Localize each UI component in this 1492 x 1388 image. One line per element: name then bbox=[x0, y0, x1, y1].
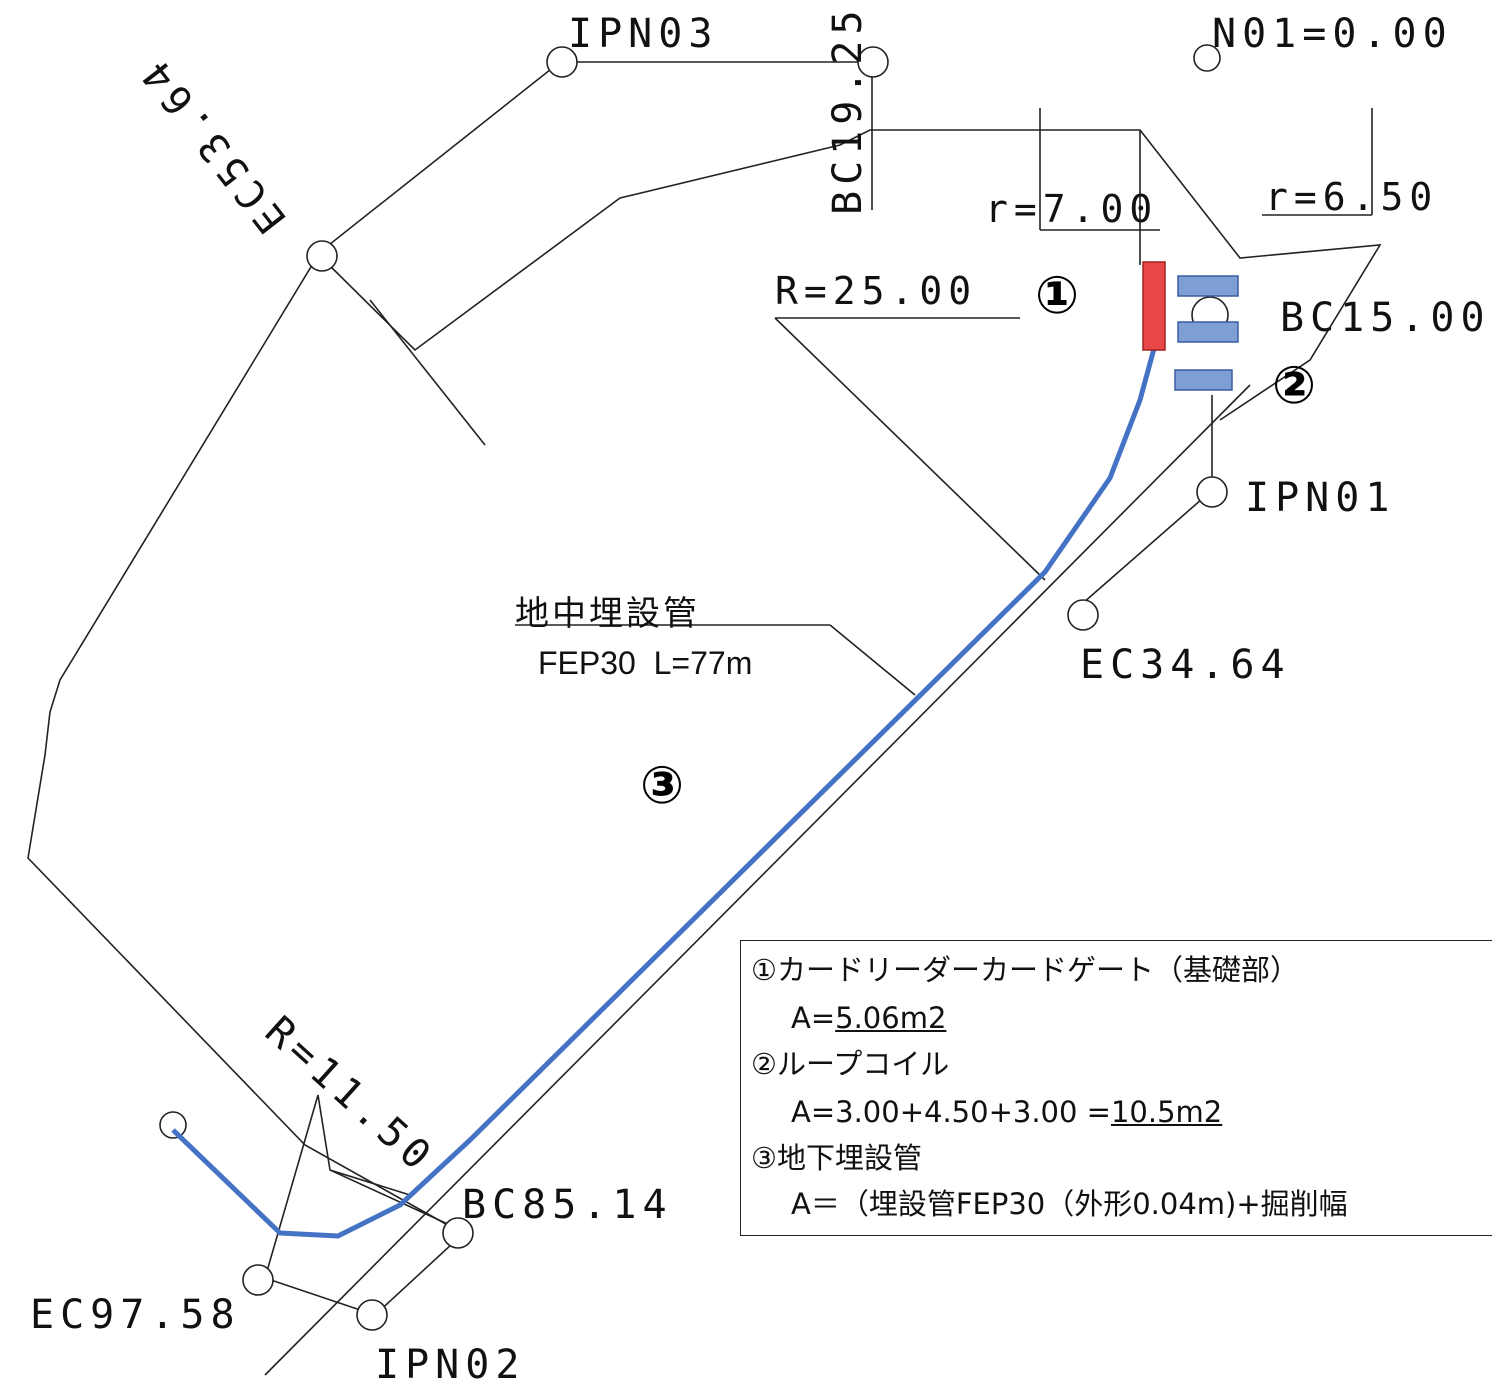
station-markers bbox=[159, 44, 1229, 1331]
legend-item1-title: ①カードリーダーカードゲート（基礎部） bbox=[751, 953, 1299, 987]
label-bc19: BC19.25 bbox=[825, 4, 871, 215]
card-gate-foundation bbox=[1142, 261, 1166, 351]
loop-coil-2 bbox=[1177, 321, 1239, 343]
station-ec34 bbox=[1067, 599, 1099, 631]
legend-item1-area: A=5.06m2 bbox=[791, 1001, 946, 1036]
label-r7: r=7.00 bbox=[985, 187, 1159, 231]
label-r65: r=6.50 bbox=[1265, 175, 1439, 219]
label-ec97: EC97.58 bbox=[30, 1292, 241, 1338]
legend-item3-area: A＝（埋設管FEP30（外形0.04m)+掘削幅 bbox=[791, 1187, 1348, 1221]
station-bc19 bbox=[857, 46, 889, 78]
inner-boundary bbox=[321, 129, 1382, 421]
label-bc15: BC15.00 bbox=[1280, 295, 1491, 341]
r25-leader-b bbox=[774, 317, 1046, 581]
legend-box: ①カードリーダーカードゲート（基礎部） A=5.06m2 ②ループコイル A=3… bbox=[740, 940, 1492, 1236]
parallel-edge bbox=[264, 384, 1251, 1376]
station-ipn02 bbox=[356, 1299, 388, 1331]
station-bc85 bbox=[442, 1217, 474, 1249]
legend-item1-value: 5.06m2 bbox=[835, 1001, 947, 1035]
curve-triangle bbox=[264, 1094, 467, 1316]
label-n01: N01=0.00 bbox=[1212, 11, 1453, 57]
station-start bbox=[159, 1111, 187, 1139]
ec34-leader bbox=[1074, 491, 1211, 611]
station-ec53 bbox=[306, 240, 338, 272]
label-r25: R=25.00 bbox=[775, 269, 978, 313]
boundary-lines bbox=[27, 61, 1382, 1376]
callout-3: ③ bbox=[640, 756, 685, 816]
station-ipn01 bbox=[1196, 476, 1228, 508]
station-ipn03 bbox=[546, 46, 578, 78]
outer-boundary bbox=[27, 61, 561, 1233]
label-ipn01: IPN01 bbox=[1245, 475, 1396, 521]
pipe-note-title: 地中埋設管 bbox=[515, 594, 700, 634]
pipe-leader-b bbox=[829, 624, 916, 696]
legend-item1-prefix: A= bbox=[791, 1001, 836, 1035]
loop-coil-3 bbox=[1174, 369, 1233, 391]
label-bc85: BC85.14 bbox=[462, 1182, 673, 1228]
legend-item2-area: A=3.00+4.50+3.00 =10.5m2 bbox=[791, 1095, 1222, 1130]
label-ipn02: IPN02 bbox=[375, 1342, 526, 1388]
station-ec97 bbox=[242, 1264, 274, 1296]
legend-item2-title: ②ループコイル bbox=[751, 1047, 950, 1081]
pipe-note-spec: FEP30 L=77m bbox=[538, 645, 753, 681]
ec53-tick bbox=[369, 299, 486, 446]
loop-coils bbox=[1174, 275, 1239, 391]
station-n01 bbox=[1193, 44, 1221, 72]
legend-item2-value: 10.5m2 bbox=[1110, 1095, 1223, 1129]
label-ipn03: IPN03 bbox=[568, 11, 719, 57]
label-ec34: EC34.64 bbox=[1080, 642, 1291, 688]
legend-item2-prefix: A=3.00+4.50+3.00 = bbox=[791, 1095, 1111, 1129]
callout-1: ① bbox=[1035, 266, 1080, 326]
curve-chord bbox=[329, 1169, 411, 1196]
callout-2: ② bbox=[1272, 356, 1317, 416]
loop-coil-1 bbox=[1177, 275, 1239, 297]
legend-item3-title: ③地下埋設管 bbox=[751, 1141, 922, 1175]
underground-pipe bbox=[171, 344, 1158, 1239]
